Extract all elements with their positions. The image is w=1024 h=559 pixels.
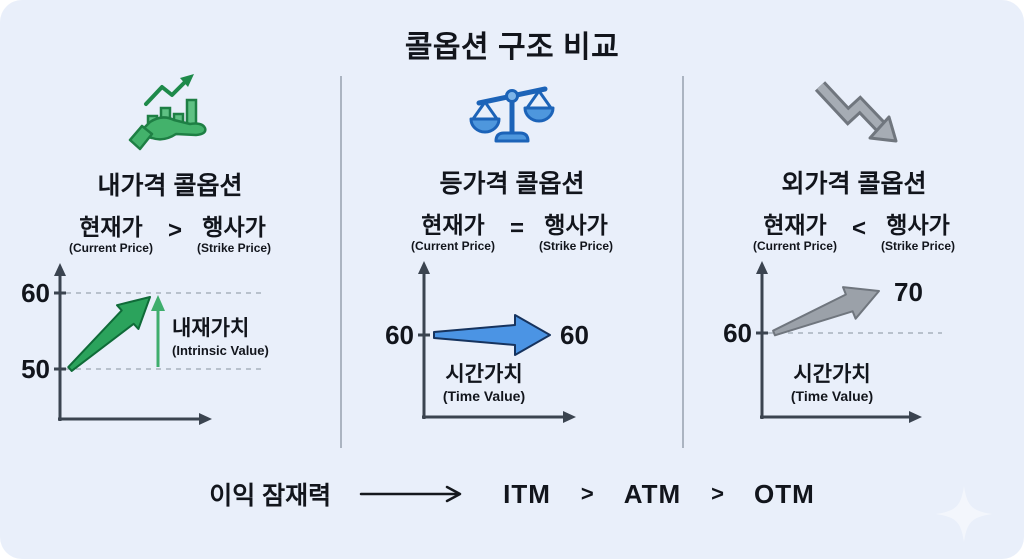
right-arrow-icon xyxy=(359,485,462,503)
current-price-label: 현재가 xyxy=(79,214,143,240)
left-pan-shape xyxy=(469,117,501,134)
price-condition: 현재가 (Current Price) > 행사가 (Strike Price) xyxy=(68,214,272,256)
atm-chart-svg: 60 60 시간가치 (Time Value) xyxy=(385,261,589,424)
column-title: 내가격 콜옵션 xyxy=(97,172,243,200)
strike-price-term: 행사가 (Strike Price) xyxy=(881,211,956,253)
intrinsic-value-arrowhead xyxy=(151,295,165,312)
profit-potential-label: 이익 잠재력 xyxy=(209,482,332,510)
y-tick-label-60: 60 xyxy=(21,278,50,308)
y-tick-label-60: 60 xyxy=(385,320,414,350)
current-price-sublabel: (Current Price) xyxy=(410,239,495,254)
current-price-sublabel: (Current Price) xyxy=(752,239,837,253)
current-price-label: 현재가 xyxy=(763,211,827,238)
otm-chart: 60 70 시간가치 (Time Value) xyxy=(694,257,1014,452)
current-price-term: 현재가 (Current Price) xyxy=(752,211,837,253)
zigzag-down-arrow-icon-svg xyxy=(814,80,898,143)
strike-price-sublabel: (Strike Price) xyxy=(197,241,272,256)
comparison-operator: > xyxy=(167,217,182,244)
rank-itm: ITM xyxy=(503,478,551,509)
upside-potential-arrow xyxy=(772,286,880,337)
otm-chart-svg: 60 70 시간가치 (Time Value) xyxy=(723,261,942,423)
right-strings-shape xyxy=(525,90,553,109)
column-otm: 외가격 콜옵션 현재가 (Current Price) < 행사가 (Strik… xyxy=(684,72,1024,452)
intrinsic-value-label: 내재가치 xyxy=(172,317,249,340)
ranking-sequence: ITM > ATM > OTM xyxy=(503,479,815,510)
comparison-columns: 내가격 콜옵션 현재가 (Current Price) > 행사가 (Strik… xyxy=(0,72,1024,452)
column-divider xyxy=(340,76,342,448)
price-condition: 현재가 (Current Price) < 행사가 (Strike Price) xyxy=(752,211,956,253)
strike-price-term: 행사가 (Strike Price) xyxy=(197,214,272,256)
growth-hand-icon xyxy=(124,72,216,156)
strike-price-sublabel: (Strike Price) xyxy=(539,239,614,254)
current-price-term: 현재가 (Current Price) xyxy=(68,214,153,256)
itm-chart: 60 50 내재가치 (Intrinsic Value) xyxy=(10,259,330,454)
itm-chart-svg: 60 50 내재가치 (Intrinsic Value) xyxy=(21,263,269,426)
value-label-60: 60 xyxy=(560,320,589,350)
balance-scale-icon xyxy=(466,72,558,154)
rank-otm: OTM xyxy=(754,478,815,509)
y-tick-label-60: 60 xyxy=(723,318,752,348)
left-strings-shape xyxy=(471,101,499,120)
strike-price-label: 행사가 xyxy=(886,211,950,238)
strike-price-label: 행사가 xyxy=(202,214,266,240)
flat-price-arrow xyxy=(433,314,551,357)
strike-price-sublabel: (Strike Price) xyxy=(881,239,956,253)
column-atm: 등가격 콜옵션 현재가 (Current Price) = 행사가 (Strik… xyxy=(342,72,682,452)
x-axis-arrowhead xyxy=(199,413,212,426)
current-price-term: 현재가 (Current Price) xyxy=(410,212,495,254)
x-axis-arrowhead xyxy=(563,411,576,424)
value-label-70: 70 xyxy=(894,277,923,307)
time-value-sublabel: (Time Value) xyxy=(791,388,873,404)
arrowhead-shape xyxy=(180,74,194,87)
atm-chart: 60 60 시간가치 (Time Value) xyxy=(362,257,662,452)
column-divider xyxy=(682,76,684,448)
comparison-operator: < xyxy=(851,214,866,242)
rising-line-shape xyxy=(144,77,190,106)
current-price-sublabel: (Current Price) xyxy=(68,241,153,256)
pivot-shape xyxy=(505,89,519,103)
y-tick-label-50: 50 xyxy=(21,354,50,384)
price-condition: 현재가 (Current Price) = 행사가 (Strike Price) xyxy=(410,212,614,254)
cuff-shape xyxy=(128,124,154,151)
current-price-label: 현재가 xyxy=(421,212,485,238)
intrinsic-value-sublabel: (Intrinsic Value) xyxy=(172,343,269,358)
growth-hand-icon-svg xyxy=(128,74,207,151)
rank-atm: ATM xyxy=(623,478,682,509)
time-value-sublabel: (Time Value) xyxy=(443,388,525,404)
price-rise-arrow xyxy=(67,296,151,373)
balance-scale-icon-svg xyxy=(469,86,555,143)
strike-price-label: 행사가 xyxy=(544,212,608,238)
strike-price-term: 행사가 (Strike Price) xyxy=(539,212,614,254)
x-axis-arrowhead xyxy=(909,411,922,423)
y-axis-arrowhead xyxy=(756,261,768,274)
base-shape xyxy=(494,131,530,143)
time-value-label: 시간가치 xyxy=(793,363,870,386)
right-pan-shape xyxy=(523,106,555,123)
palm-shape xyxy=(136,116,207,141)
sparkle-icon xyxy=(932,482,996,551)
profit-potential-row: 이익 잠재력 ITM > ATM > OTM xyxy=(0,476,1024,512)
time-value-label: 시간가치 xyxy=(445,363,522,386)
column-title: 외가격 콜옵션 xyxy=(781,169,927,198)
y-axis-arrowhead xyxy=(418,261,430,275)
comparison-operator: = xyxy=(509,215,524,242)
y-axis-arrowhead xyxy=(54,263,66,277)
zigzag-down-arrow-icon xyxy=(804,72,904,154)
column-itm: 내가격 콜옵션 현재가 (Current Price) > 행사가 (Strik… xyxy=(0,72,340,452)
column-title: 등가격 콜옵션 xyxy=(439,170,585,198)
arrowhead-shape xyxy=(868,115,898,143)
page-title: 콜옵션 구조 비교 xyxy=(404,31,620,64)
rank-separator: > xyxy=(711,481,725,506)
rank-separator: > xyxy=(580,481,594,506)
zigzag-fill-shape xyxy=(817,82,883,129)
